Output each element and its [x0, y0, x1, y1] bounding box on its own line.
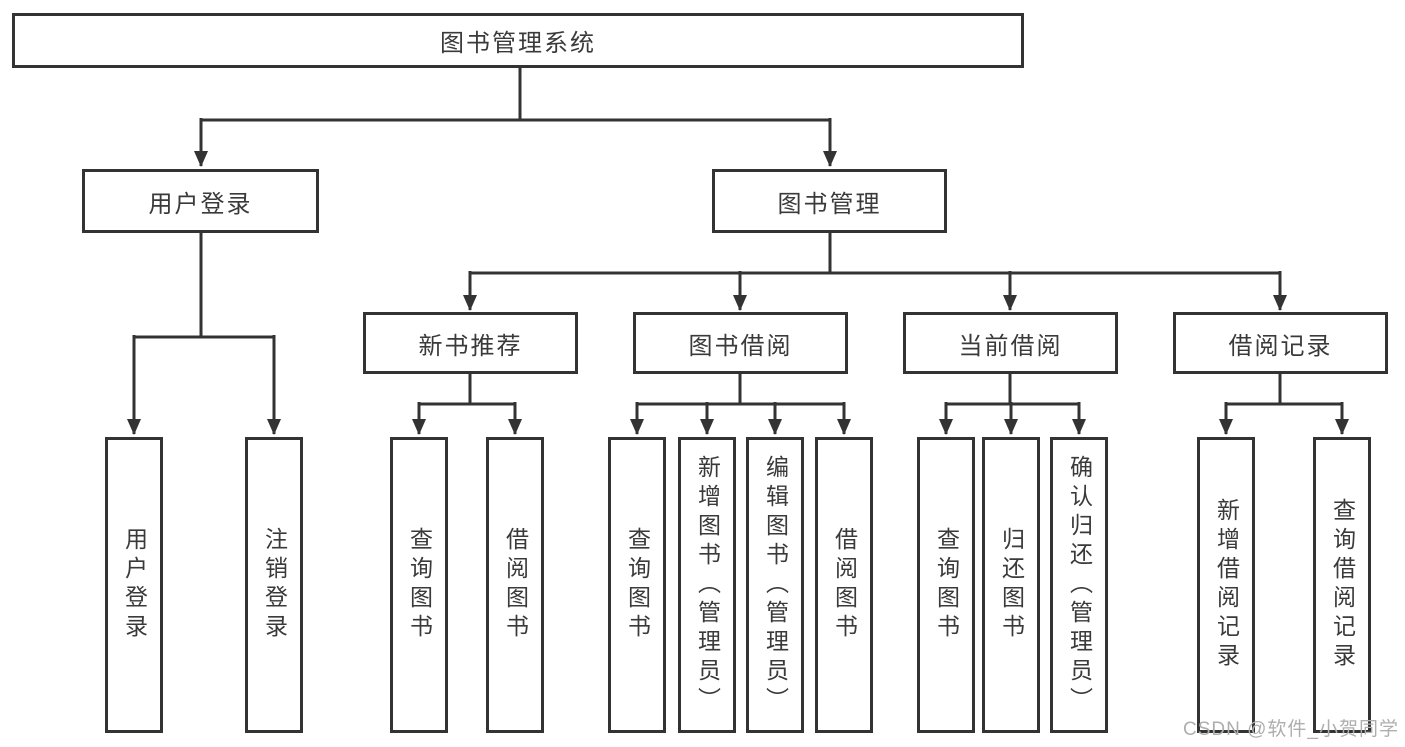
node-leaf-borrow-query-books-label: 查询图书 [624, 527, 651, 643]
node-borrowing-records: 借阅记录 [1173, 312, 1388, 374]
node-leaf-add-borrow-record-label: 新增借阅记录 [1213, 498, 1240, 672]
node-leaf-query-borrow-record-label: 查询借阅记录 [1329, 498, 1356, 672]
node-leaf-add-borrow-record: 新增借阅记录 [1197, 437, 1255, 733]
node-leaf-add-books-admin-label: 新增图书（管理员） [694, 454, 721, 716]
node-leaf-borrow-query-books: 查询图书 [608, 437, 666, 733]
node-current-borrowing-label: 当前借阅 [958, 332, 1063, 360]
csdn-watermark: CSDN @软件_小贺同学 [1183, 719, 1399, 740]
node-leaf-newbook-borrow-books-label: 借阅图书 [502, 527, 529, 643]
node-leaf-add-books-admin: 新增图书（管理员） [678, 437, 736, 733]
node-root-label: 图书管理系统 [440, 30, 596, 57]
node-book-management: 图书管理 [712, 169, 947, 233]
node-leaf-return-books: 归还图书 [982, 437, 1040, 733]
node-leaf-borrow-borrow-books-label: 借阅图书 [831, 527, 858, 643]
node-new-book-recommend-label: 新书推荐 [418, 332, 523, 360]
node-leaf-user-login-label: 用户登录 [121, 527, 148, 643]
node-leaf-edit-books-admin: 编辑图书（管理员） [746, 437, 804, 733]
node-leaf-confirm-return-admin-label: 确认归还（管理员） [1066, 454, 1093, 716]
node-leaf-newbook-borrow-books: 借阅图书 [486, 437, 544, 733]
node-leaf-logout: 注销登录 [245, 437, 303, 733]
node-leaf-query-borrow-record: 查询借阅记录 [1313, 437, 1371, 733]
node-leaf-borrow-borrow-books: 借阅图书 [815, 437, 873, 733]
node-borrowing-records-label: 借阅记录 [1228, 332, 1333, 360]
node-book-borrowing: 图书借阅 [633, 312, 848, 374]
node-leaf-return-books-label: 归还图书 [998, 527, 1025, 643]
node-leaf-logout-label: 注销登录 [261, 527, 288, 643]
node-new-book-recommend: 新书推荐 [363, 312, 578, 374]
node-leaf-newbook-query-books: 查询图书 [390, 437, 448, 733]
node-leaf-confirm-return-admin: 确认归还（管理员） [1050, 437, 1108, 733]
node-leaf-current-query-books-label: 查询图书 [933, 527, 960, 643]
node-user-login: 用户登录 [82, 169, 319, 233]
node-book-borrowing-label: 图书借阅 [688, 332, 793, 360]
node-leaf-user-login: 用户登录 [105, 437, 163, 733]
node-book-management-label: 图书管理 [777, 190, 882, 218]
node-root: 图书管理系统 [12, 13, 1024, 68]
node-current-borrowing: 当前借阅 [903, 312, 1118, 374]
node-user-login-label: 用户登录 [148, 190, 253, 218]
node-leaf-edit-books-admin-label: 编辑图书（管理员） [762, 454, 789, 716]
node-leaf-current-query-books: 查询图书 [917, 437, 975, 733]
node-leaf-newbook-query-books-label: 查询图书 [406, 527, 433, 643]
